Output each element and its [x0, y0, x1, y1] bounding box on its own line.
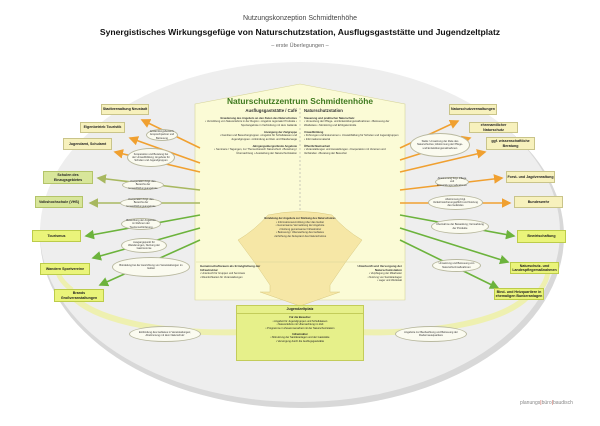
logo-part: büro [541, 400, 552, 406]
jugendzeltplatz-title: Jugendzeltplatz [237, 306, 363, 315]
side-left-item: • Unterkunft für Gruppen und Seminare [200, 272, 246, 276]
arrow-beratung [399, 149, 487, 173]
section-text: • Familien und Besuchergruppen • Angebot… [219, 134, 297, 141]
gaststaette-column: Ausflugsgaststätte / Café Erweiterung de… [205, 108, 297, 156]
funnel-arrow [237, 211, 363, 307]
jz-item: • Programme in Zusammenarbeit mit der Na… [265, 326, 335, 330]
jz-item: • Mitnutzung der Sanitäranlagen und der … [270, 336, 330, 340]
funnel-item: • Erhöhung der Akzeptanz des Naturschutz… [273, 234, 327, 238]
curved-arrow-left [69, 293, 251, 336]
side-right: Unterkunft und Versorgung der Naturschut… [338, 264, 402, 283]
center-title: Naturschutzzentrum Schmidtenhöhe [226, 96, 374, 106]
partner-schulen: Schulen des Einzugsgebietes [43, 171, 93, 184]
side-right-heading: Unterkunft und Versorgung der Naturschut… [357, 264, 402, 273]
section-head: Anzeigung der Zielgruppe [263, 130, 297, 134]
section-head: Steuerung und praktischer Naturschutz [304, 116, 355, 120]
jz-item: • Versorgung durch die Ausflugsgaststätt… [275, 339, 325, 343]
jugendzeltplatz-box: Jugendzeltplatz Für die Besucher • Angeb… [236, 305, 364, 361]
section-text: • Führungen und Exkursionen • Umweltbild… [304, 134, 399, 141]
planungsbuero-logo: planungs|büro|baudisch [520, 400, 573, 406]
diagram-note: – erste Überlegungen – [271, 43, 329, 49]
section-head: Jahrgangsübergreifende Angebote [252, 144, 297, 148]
section-head: Öffentlichkeitsarbeit [304, 144, 330, 148]
partner-bundeswehr: Bundeswehr [514, 196, 563, 208]
side-right-item: • Lager und Werkstatt [377, 279, 402, 283]
arrow-landespflege [399, 227, 510, 265]
partner-stadtverwaltung: Stadtverwaltung Neustadt [101, 104, 149, 115]
relation-bubble: Stelle: Umsetzung der Ziele des Natursch… [410, 133, 470, 157]
gaststaette-heading: Ausflugsgaststätte / Café [245, 108, 297, 113]
partner-jugendamt: Jugendamt, Schulamt [63, 138, 112, 150]
section-text: • Veranstaltungen und Ausstellungen • Ko… [304, 148, 386, 155]
relation-bubble: Kooperation bzgl. des Bereichs der Umwel… [122, 180, 164, 190]
relation-bubble: Bewerbung der Angebote im Rahmen der Tou… [121, 218, 161, 230]
diagram-subtitle: Nutzungskonzeption Schmidtenhöhe [242, 15, 358, 22]
partner-vhs: Volkshochschule (VHS) [35, 196, 83, 208]
partner-beratung: ggf. wissenschaftliche Beratung [486, 137, 535, 150]
section-head: Umweltbildung [304, 130, 324, 134]
relation-bubble: Übernahme der Beweidung; Vermarktung der… [431, 219, 489, 234]
relation-bubble: Angebote zur Beobachtung und Betreuung d… [395, 326, 467, 342]
funnel-item: • Informationsvermittlung über das Gebie… [276, 220, 324, 224]
section-head: Erweiterung des Angebots an den Zielen d… [220, 116, 297, 120]
partner-bunker: Bind- und Heizquartiere in ehemaligen Bu… [494, 288, 544, 300]
naturschutzstation-column: Naturschutzstation Steuerung und praktis… [304, 108, 399, 156]
jz-item: • Angebot für Jugendgruppen und Schulkla… [272, 319, 328, 323]
partner-naturschutzverwaltungen: Naturschutzverwaltungen [449, 104, 497, 115]
logo-part: planungs [520, 400, 541, 406]
naturschutzstation-heading: Naturschutzstation [304, 108, 343, 113]
synergy-funnel: Bündelung der Angebote zur Stärkung des … [243, 217, 357, 238]
relation-bubble: Umsetzung und Betreuung von Naturschutzm… [432, 259, 481, 272]
section-text: • Umsetzung der Pflege- und Entwicklungs… [304, 120, 390, 128]
partner-brands: Brands Großveranstaltungen [54, 289, 104, 302]
jz-item: • Naturerlebnis mit Übernachtung im Zelt [276, 323, 324, 327]
partner-bewirtschaftung: Bewirtschaftung [517, 230, 566, 243]
partner-touristik: Eigenbetrieb Touristik [80, 122, 125, 133]
side-right-item: • Nutzung von Sanitäranlagen [367, 275, 402, 279]
relation-bubble: Abstimmung bzgl. Verkehrssicherungspflic… [428, 195, 483, 210]
partner-landespflege: Naturschutz- und Landespflegemaßnahmen [510, 262, 559, 274]
relation-bubble: Bündelung bei der Ausrichtung von Verans… [112, 257, 190, 277]
partner-tourismus: Tourismus [32, 230, 81, 242]
relation-bubble: Kooperation und Beratung bei der Umweltb… [127, 148, 175, 167]
funnel-heading: Bündelung der Angebote zur Stärkung des … [264, 217, 336, 220]
side-left-heading: Gemeinschaftsraum als Ermöglichung der I… [200, 264, 261, 273]
funnel-item: • Nutzung gemeinsamer Infrastruktur [278, 227, 322, 231]
jz-heading: Für die Besucher [289, 316, 311, 320]
section-text: • Vermittlung von Naturerlebnis in der R… [205, 120, 297, 128]
diagram-title: Synergistisches Wirkungsgefüge von Natur… [99, 27, 501, 37]
side-left: Gemeinschaftsraum als Ermöglichung der I… [200, 264, 262, 279]
funnel-item: • Betreuung / Überwachung des Gebietes [276, 231, 324, 234]
jz-heading: Infrastruktur [292, 332, 308, 336]
side-right-item: • Verpflegung der Mitarbeiter [369, 272, 402, 276]
relation-bubble: Abstimmung bzgl. Pflege und Entwicklungs… [435, 177, 469, 187]
partner-ehrenamt: ehrenamtlicher Naturschutz [469, 122, 518, 133]
side-left-item: • Räumlichkeiten für Veranstaltungen [200, 275, 243, 279]
logo-part: baudisch [552, 400, 573, 406]
relation-bubble: Kooperation bzgl. des Bereichs der Umwel… [120, 198, 162, 208]
relation-bubble: Einbindung des Gebietes in Veranstaltung… [129, 326, 201, 342]
partner-forst: Forst- und Jagdverwaltung [506, 171, 555, 183]
curved-arrow-right [349, 293, 531, 336]
relation-bubble: Anwendungsbereich: Ansprechpartner und B… [146, 129, 178, 141]
funnel-item: • Gemeinsame Vermarktung der Angebote [275, 224, 325, 227]
relation-bubble: Ausgangspunkt für Wanderungen, Nutzung d… [121, 238, 167, 253]
partner-wandern: Wandern Sportvereine [40, 263, 90, 275]
section-text: • Seminare / Tagungen, zur Themenbereich… [214, 148, 297, 155]
